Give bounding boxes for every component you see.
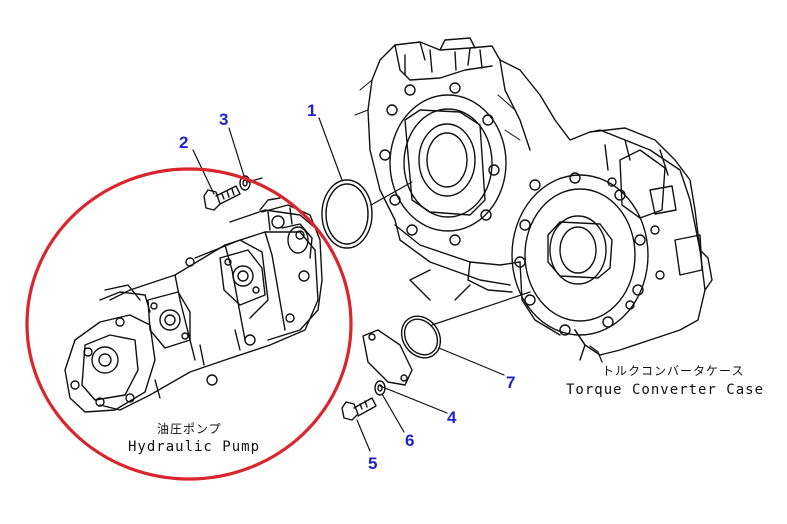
callout-2: 2 bbox=[179, 133, 189, 152]
pump-label-en: Hydraulic Pump bbox=[128, 439, 261, 455]
cover-plate bbox=[362, 329, 413, 386]
hydraulic-pump bbox=[64, 197, 323, 413]
callout-1: 1 bbox=[307, 101, 317, 120]
washer-upper bbox=[239, 175, 251, 191]
o-ring-small bbox=[400, 315, 442, 359]
bolt-upper bbox=[203, 185, 241, 211]
callout-3: 3 bbox=[219, 110, 229, 129]
callout-5: 5 bbox=[368, 454, 378, 473]
pump-label-jp: 油圧ポンプ bbox=[157, 422, 222, 436]
o-ring-large bbox=[321, 179, 373, 249]
callout-7: 7 bbox=[506, 373, 516, 392]
bolt-lower bbox=[341, 397, 377, 421]
case-label-en: Torque Converter Case bbox=[566, 382, 765, 398]
callout-4: 4 bbox=[447, 408, 457, 427]
highlight-circle bbox=[25, 167, 353, 481]
torque-converter-case bbox=[354, 37, 713, 361]
callout-6: 6 bbox=[405, 431, 415, 450]
case-label-jp: トルクコンバータケース bbox=[602, 364, 745, 378]
leader-lines bbox=[192, 117, 603, 452]
